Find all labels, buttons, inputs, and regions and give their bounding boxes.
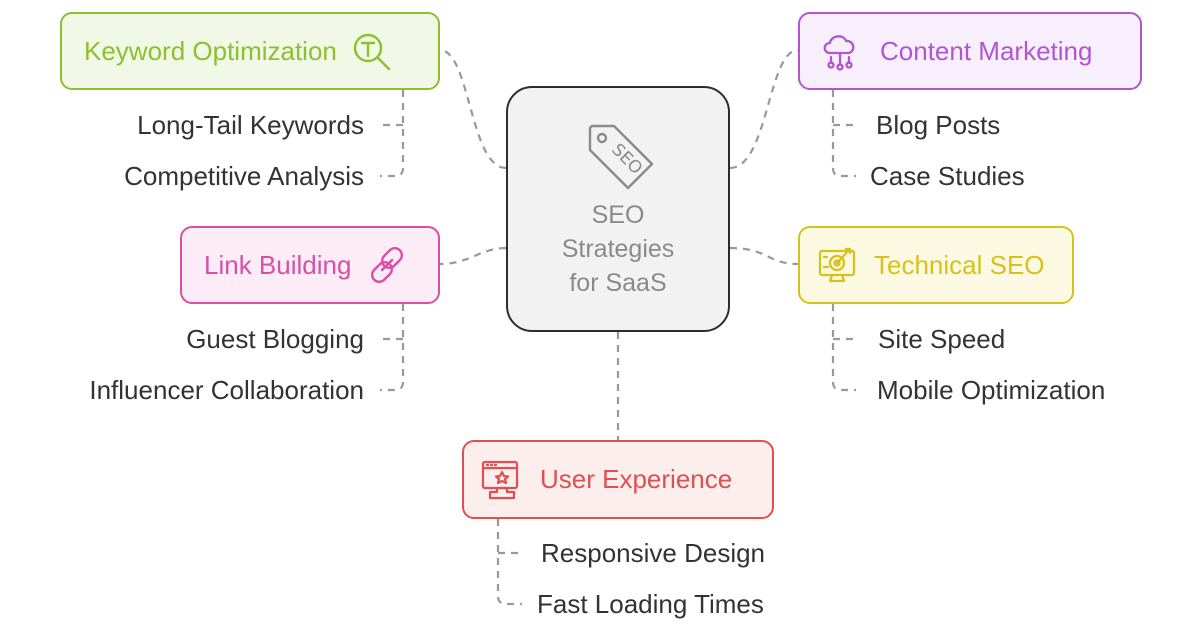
leaf-blog-posts: Blog Posts	[876, 110, 1001, 140]
node-label: Link Building	[204, 249, 352, 280]
leaf-guest-blogging: Guest Blogging	[186, 324, 364, 354]
leaf-responsive-design: Responsive Design	[541, 538, 766, 568]
node-content-marketing: Content Marketing	[798, 12, 1142, 90]
center-title-line: SEO	[591, 201, 645, 229]
connector-link-leaves	[380, 304, 405, 392]
connector-center-content	[729, 48, 799, 170]
center-title: SEO Strategies for SaaS	[508, 198, 728, 300]
cloud-network-icon	[823, 35, 855, 71]
node-label: Keyword Optimization	[84, 35, 337, 66]
center-title-line: Strategies	[561, 235, 675, 263]
node-technical-seo: Technical SEO	[798, 226, 1074, 304]
connector-center-link	[439, 246, 507, 266]
connector-content-leaves	[831, 90, 856, 178]
leaf-influencer-collaboration: Influencer Collaboration	[89, 375, 364, 405]
leaf-site-speed: Site Speed	[878, 324, 1006, 354]
leaf-fast-loading-times: Fast Loading Times	[537, 589, 764, 619]
node-keyword-optimization: Keyword Optimization	[60, 12, 440, 90]
seo-tag-icon: SEO	[588, 124, 654, 190]
browser-podium-icon	[481, 460, 519, 499]
node-label: User Experience	[540, 464, 733, 494]
keyword-search-icon	[353, 33, 391, 71]
leaf-competitive-analysis: Competitive Analysis	[124, 161, 364, 191]
connector-center-technical	[729, 246, 799, 266]
leaf-long-tail-keywords: Long-Tail Keywords	[137, 110, 364, 140]
leaf-mobile-optimization: Mobile Optimization	[877, 375, 1106, 405]
center-node: SEO SEO Strategies for SaaS	[506, 86, 730, 332]
chain-link-icon	[371, 246, 404, 284]
node-link-building: Link Building	[180, 226, 440, 304]
connector-technical-leaves	[831, 304, 856, 392]
leaf-case-studies: Case Studies	[870, 161, 1025, 191]
node-user-experience: User Experience	[462, 440, 774, 519]
monitor-target-icon	[818, 247, 856, 283]
node-label: Content Marketing	[880, 35, 1093, 66]
connector-ux-leaves	[496, 519, 522, 606]
connector-keyword-leaves	[380, 90, 405, 178]
node-label: Technical SEO	[874, 249, 1045, 280]
center-title-line: for SaaS	[569, 269, 667, 297]
connector-center-keyword	[439, 48, 507, 170]
